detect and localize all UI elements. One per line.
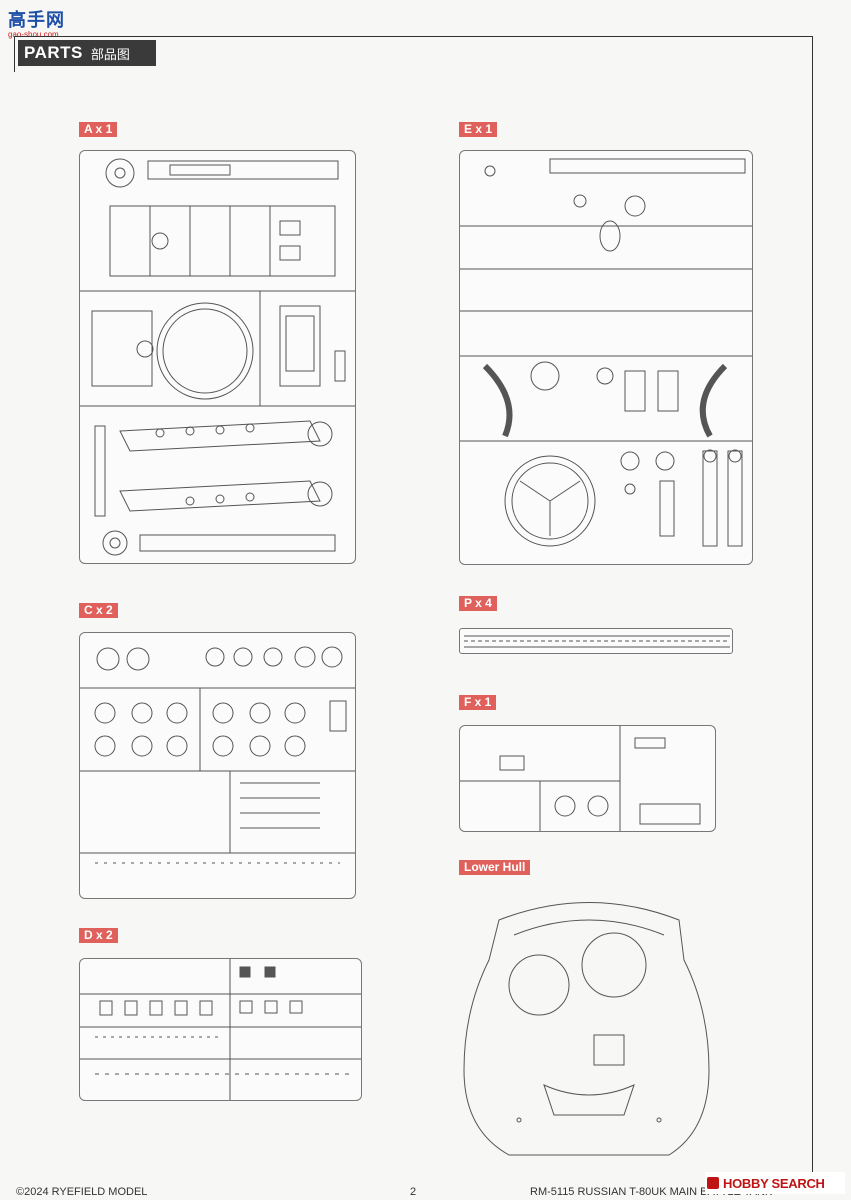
label-sprue-a: A x 1 bbox=[79, 122, 118, 137]
label-sprue-f: F x 1 bbox=[459, 695, 497, 710]
sprue-a-diagram bbox=[79, 150, 356, 564]
parts-title-zh: 部品图 bbox=[90, 46, 130, 62]
sprue-d-diagram bbox=[79, 958, 362, 1101]
parts-title-en: PARTS bbox=[24, 43, 83, 62]
hobby-search-badge: HOBBY SEARCH bbox=[705, 1172, 845, 1194]
footer-copyright: ©2024 RYEFIELD MODEL bbox=[16, 1186, 148, 1198]
page-frame-left bbox=[14, 36, 15, 72]
sprue-e-diagram bbox=[459, 150, 753, 565]
sprue-p-diagram bbox=[459, 628, 733, 654]
lower-hull-diagram bbox=[459, 890, 719, 1168]
hobby-search-logo-icon bbox=[707, 1177, 719, 1189]
page-number: 2 bbox=[410, 1186, 417, 1198]
page-frame-right bbox=[812, 36, 813, 1174]
page-frame-top bbox=[14, 36, 812, 37]
watermark-url: gao-shou.com bbox=[8, 30, 59, 39]
sprue-f-diagram bbox=[459, 725, 716, 832]
hobby-search-text: HOBBY SEARCH bbox=[723, 1175, 825, 1191]
label-sprue-d: D x 2 bbox=[79, 928, 118, 943]
watermark-logo: 高手网 gao-shou.com bbox=[8, 6, 65, 39]
label-sprue-p: P x 4 bbox=[459, 596, 497, 611]
watermark-title: 高手网 bbox=[8, 10, 65, 30]
label-sprue-e: E x 1 bbox=[459, 122, 498, 137]
sprue-c-diagram bbox=[79, 632, 356, 899]
parts-header: PARTS 部品图 bbox=[18, 40, 156, 66]
label-lower-hull: Lower Hull bbox=[459, 860, 531, 875]
label-sprue-c: C x 2 bbox=[79, 603, 118, 618]
